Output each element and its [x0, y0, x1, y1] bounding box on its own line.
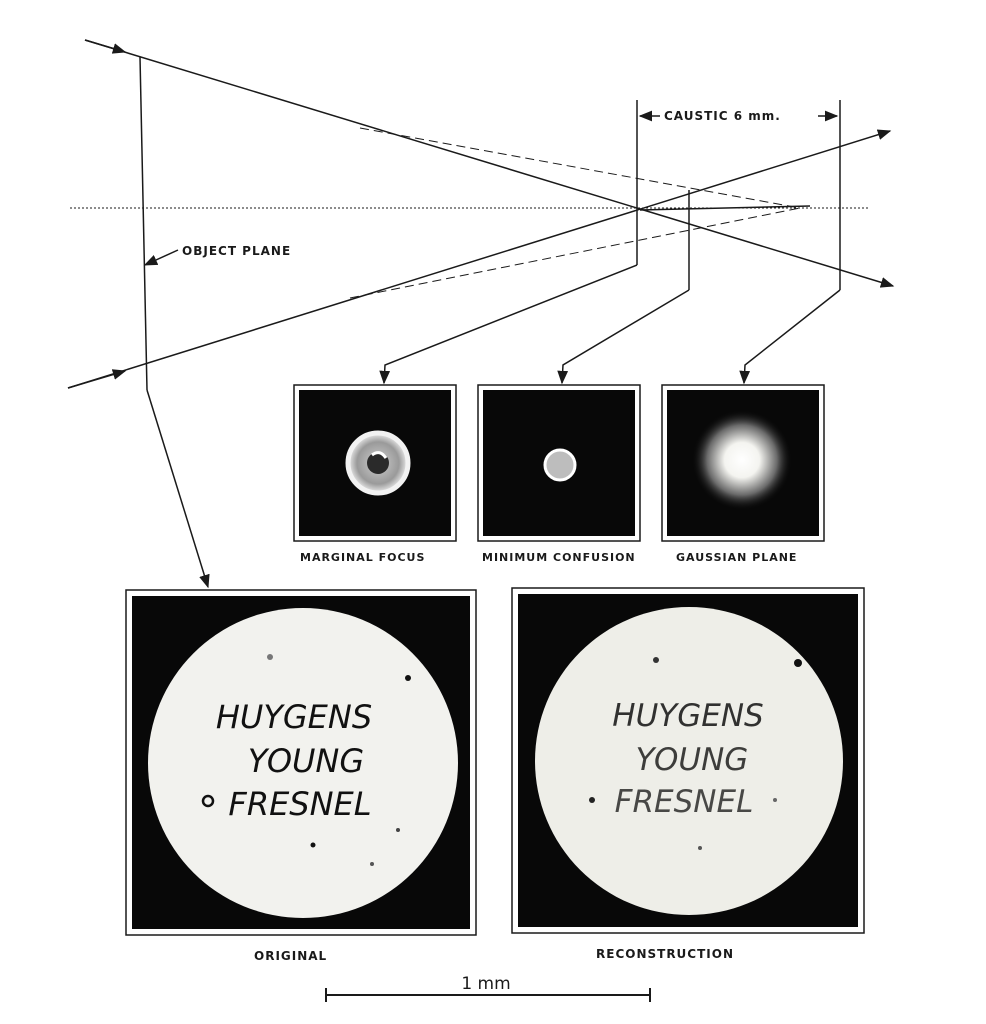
lower-marginal-ray: [67, 129, 892, 389]
upper-paraxial-ray-exit: [639, 205, 811, 211]
original-line-1: HUYGENS: [216, 698, 372, 736]
object-plane-line: [139, 56, 148, 391]
dust-speck: [310, 842, 316, 848]
spot-gaussian-plane: [661, 384, 825, 542]
gaussian-plane-leader: [739, 289, 841, 385]
scale-bar: [325, 988, 651, 1002]
marginal-focus-leader: [379, 264, 638, 385]
marginal-focus-core: [367, 452, 389, 474]
upper-ray-arrowhead: [84, 39, 127, 54]
minimum-confusion-leader: [557, 289, 690, 385]
dust-speck: [773, 798, 777, 802]
dust-speck: [201, 794, 215, 808]
reconstruction-line-1: HUYGENS: [612, 698, 763, 734]
original-line-2: YOUNG: [248, 742, 364, 780]
original-label: ORIGINAL: [254, 949, 327, 963]
spot-marginal-focus: [293, 384, 457, 542]
original-disc: [148, 608, 458, 918]
reconstruction-label: RECONSTRUCTION: [596, 947, 734, 961]
panel-reconstruction: HUYGENS YOUNG FRESNEL: [511, 587, 865, 934]
dust-speck: [794, 659, 802, 667]
scale-bar-label: 1 mm: [461, 974, 510, 994]
dust-speck: [370, 862, 374, 866]
gaussian-spot: [692, 410, 792, 510]
dust-speck: [653, 657, 659, 663]
caustic-label: CAUSTIC 6 mm.: [664, 109, 781, 123]
reconstruction-line-2: YOUNG: [636, 742, 749, 778]
reconstruction-line-3: FRESNEL: [615, 784, 754, 820]
upper-marginal-ray: [84, 39, 895, 288]
lower-paraxial-ray: [349, 207, 801, 299]
dust-speck: [396, 828, 400, 832]
marginal-focus-label: MARGINAL FOCUS: [300, 551, 425, 564]
reconstruction-disc: [535, 607, 843, 915]
object-plane-label-pointer: [143, 249, 179, 266]
ray-diagram: [67, 39, 895, 589]
dust-speck: [267, 654, 273, 660]
minimum-confusion-label: MINIMUM CONFUSION: [482, 551, 636, 564]
object-plane-label: OBJECT PLANE: [182, 244, 291, 258]
object-plane-leader: [146, 389, 210, 589]
dust-speck: [405, 675, 411, 681]
panel-original: HUYGENS YOUNG FRESNEL: [125, 589, 477, 936]
gaussian-plane-label: GAUSSIAN PLANE: [676, 551, 797, 564]
dust-speck: [698, 846, 702, 850]
original-line-3: FRESNEL: [228, 785, 371, 823]
dust-speck: [589, 797, 595, 803]
lower-ray-arrowhead: [67, 369, 127, 389]
upper-paraxial-ray: [359, 127, 801, 209]
spot-minimum-confusion: [477, 384, 641, 542]
minimum-confusion-spot: [543, 448, 577, 482]
